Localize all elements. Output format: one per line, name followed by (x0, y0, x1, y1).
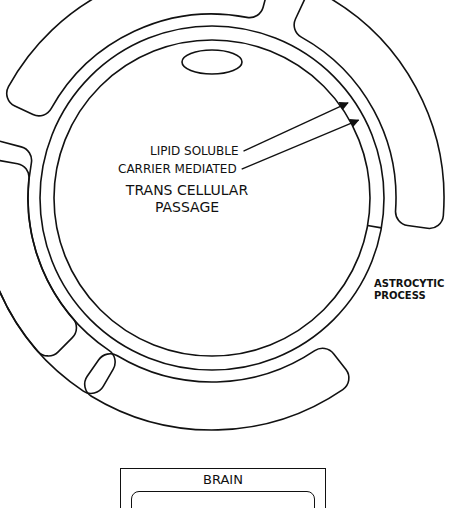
box-title: BRAIN (121, 469, 325, 487)
astrocytic-processes (0, 0, 444, 430)
inner-frame (131, 491, 315, 508)
endothelial-nucleus (182, 50, 242, 74)
capillary-outer-wall (40, 26, 384, 370)
capillary-lumen-wall (54, 40, 370, 356)
region-label: TRANS CELLULAR PASSAGE (112, 182, 262, 216)
astrocyte-outline (85, 348, 349, 430)
astrocyte-outline (0, 141, 115, 393)
pathway-label: LIPID SOLUBLE (150, 144, 239, 158)
part-label: ASTROCYTIC PROCESS (374, 278, 446, 302)
pathway-label: CARRIER MEDIATED (118, 162, 237, 176)
region-box: BRAIN (120, 468, 326, 508)
leader-lines (242, 103, 359, 169)
leader-arrow (244, 103, 348, 151)
leader-arrow (242, 120, 359, 169)
cell-junction (368, 225, 382, 227)
astrocyte-outline (294, 0, 444, 228)
